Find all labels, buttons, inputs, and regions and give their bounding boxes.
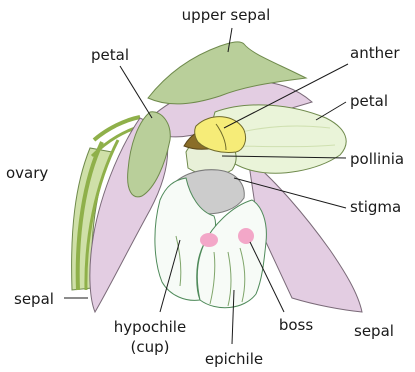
label-hypochile: hypochile bbox=[114, 318, 186, 336]
label-ovary: ovary bbox=[6, 164, 48, 182]
label-petal-right: petal bbox=[350, 92, 388, 110]
label-epichile: epichile bbox=[205, 350, 263, 368]
label-petal-left: petal bbox=[91, 46, 129, 64]
left-petal bbox=[128, 112, 171, 197]
boss-right bbox=[238, 228, 254, 244]
leader-petal-right bbox=[316, 102, 346, 120]
label-boss: boss bbox=[279, 316, 314, 334]
label-pollinia: pollinia bbox=[350, 150, 404, 168]
label-hypochile-note: (cup) bbox=[131, 338, 170, 356]
boss-left bbox=[200, 233, 218, 247]
label-anther: anther bbox=[350, 44, 400, 62]
label-sepal-right: sepal bbox=[354, 322, 394, 340]
label-sepal-left: sepal bbox=[14, 290, 54, 308]
label-stigma: stigma bbox=[350, 198, 401, 216]
leader-petal-left bbox=[120, 66, 152, 118]
label-upper-sepal: upper sepal bbox=[182, 6, 271, 24]
